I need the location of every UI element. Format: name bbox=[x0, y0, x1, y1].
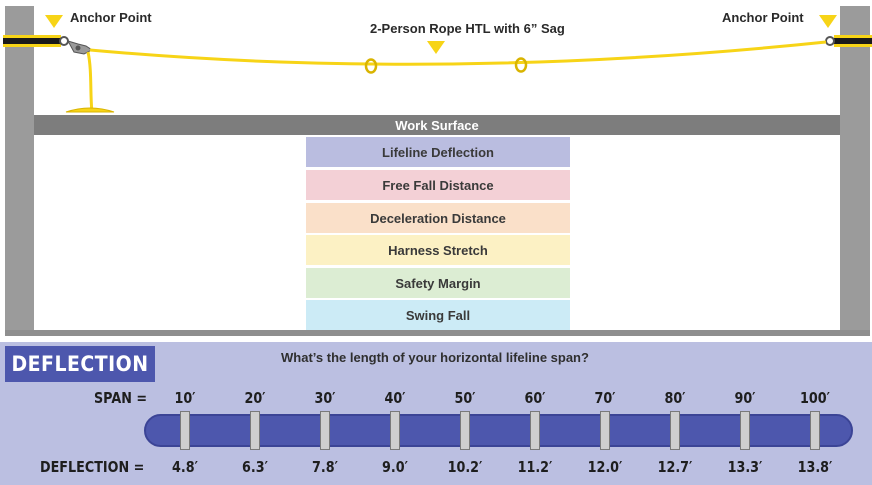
span-clamp bbox=[320, 411, 330, 450]
anchor-point-left-label: Anchor Point bbox=[70, 10, 152, 25]
deflection-value: 9.0′ bbox=[382, 458, 408, 476]
rope-marker bbox=[427, 41, 445, 54]
span-clamp bbox=[600, 411, 610, 450]
span-clamp bbox=[460, 411, 470, 450]
stack-row-harness-stretch: Harness Stretch bbox=[306, 235, 570, 265]
span-value: 20′ bbox=[244, 389, 266, 407]
rope-ring-left bbox=[364, 58, 378, 74]
span-value: 40′ bbox=[384, 389, 406, 407]
left-anchor-marker bbox=[45, 15, 63, 28]
span-clamp bbox=[390, 411, 400, 450]
span-value: 10′ bbox=[174, 389, 196, 407]
right-anchor-bracket bbox=[825, 35, 872, 47]
rope-coil bbox=[65, 107, 115, 113]
span-row-label: SPAN = bbox=[94, 389, 148, 407]
span-question: What’s the length of your horizontal lif… bbox=[281, 350, 589, 365]
span-value: 90′ bbox=[734, 389, 756, 407]
deflection-row-label: DEFLECTION = bbox=[40, 458, 145, 476]
deflection-value: 4.8′ bbox=[172, 458, 198, 476]
floor bbox=[5, 330, 870, 336]
deflection-value: 13.3′ bbox=[727, 458, 763, 476]
span-clamp bbox=[530, 411, 540, 450]
span-clamp bbox=[180, 411, 190, 450]
span-clamp bbox=[810, 411, 820, 450]
stack-row-swing-fall: Swing Fall bbox=[306, 300, 570, 330]
span-clamp bbox=[670, 411, 680, 450]
stack-row-free-fall-distance: Free Fall Distance bbox=[306, 170, 570, 200]
rope-ring-right bbox=[514, 57, 528, 73]
stack-row-lifeline-deflection: Lifeline Deflection bbox=[306, 137, 570, 167]
rope-tail bbox=[86, 51, 94, 113]
left-pillar bbox=[5, 6, 34, 336]
deflection-value: 10.2′ bbox=[447, 458, 483, 476]
deflection-tab: DEFLECTION bbox=[5, 346, 155, 382]
stack-row-safety-margin: Safety Margin bbox=[306, 268, 570, 298]
span-clamp bbox=[740, 411, 750, 450]
right-pillar bbox=[840, 6, 870, 336]
deflection-value: 13.8′ bbox=[797, 458, 833, 476]
rope-label: 2-Person Rope HTL with 6” Sag bbox=[370, 21, 565, 36]
right-anchor-marker bbox=[819, 15, 837, 28]
rope-diagram bbox=[3, 15, 872, 113]
anchor-point-right-label: Anchor Point bbox=[722, 10, 804, 25]
work-surface: Work Surface bbox=[34, 115, 840, 135]
main-rope bbox=[89, 40, 827, 66]
span-value: 80′ bbox=[664, 389, 686, 407]
deflection-value: 12.7′ bbox=[657, 458, 693, 476]
span-clamp bbox=[250, 411, 260, 450]
span-value: 70′ bbox=[594, 389, 616, 407]
deflection-value: 6.3′ bbox=[242, 458, 268, 476]
span-value: 50′ bbox=[454, 389, 476, 407]
span-value: 30′ bbox=[314, 389, 336, 407]
deflection-value: 12.0′ bbox=[587, 458, 623, 476]
span-value: 60′ bbox=[524, 389, 546, 407]
stack-row-deceleration-distance: Deceleration Distance bbox=[306, 203, 570, 233]
left-anchor-bracket bbox=[3, 35, 69, 47]
deflection-value: 11.2′ bbox=[517, 458, 553, 476]
deflection-value: 7.8′ bbox=[312, 458, 338, 476]
span-value: 100′ bbox=[800, 389, 830, 407]
lifeline-tube bbox=[144, 414, 853, 447]
